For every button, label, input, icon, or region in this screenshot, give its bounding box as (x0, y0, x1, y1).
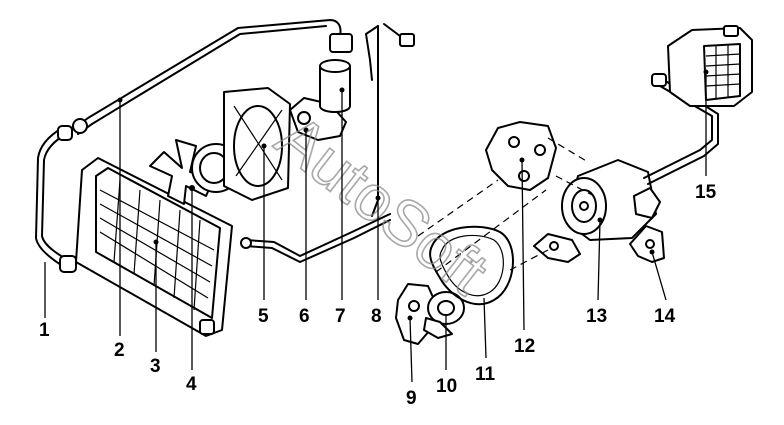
callout-10: 10 (436, 376, 457, 397)
callout-12: 12 (514, 336, 535, 357)
callout-8: 8 (371, 306, 382, 327)
callout-7: 7 (335, 306, 346, 327)
leader-lines (44, 72, 707, 383)
callout-4: 4 (186, 374, 197, 395)
part-2-pipe (71, 19, 353, 135)
part-15-evaporator-box (667, 25, 753, 107)
watermark: AutoSoft (263, 100, 501, 308)
part-1-hose (35, 125, 77, 273)
assembly-guide-lines (417, 137, 595, 273)
part-7-receiver-drier (319, 59, 351, 113)
callout-5: 5 (258, 306, 269, 327)
discharge-pipe (240, 213, 391, 263)
callout-11: 11 (475, 364, 496, 385)
callout-numbers: 1 2 3 4 5 6 7 8 9 10 11 12 13 14 15 (39, 182, 717, 409)
callout-1: 1 (39, 320, 50, 341)
compressor-bracket (533, 233, 581, 263)
callout-13: 13 (586, 306, 607, 327)
part-14-bracket (629, 225, 665, 263)
callout-14: 14 (654, 306, 676, 327)
callout-15: 15 (695, 182, 717, 203)
part-13-compressor (561, 159, 661, 241)
callout-9: 9 (406, 388, 417, 409)
part-12-mounting-plate (485, 121, 557, 191)
callout-2: 2 (114, 340, 125, 361)
part-11-drive-belt (429, 225, 514, 306)
part-5-fan-shroud (223, 87, 291, 201)
callout-6: 6 (299, 306, 310, 327)
part-3-condenser (75, 157, 233, 337)
part-10-tensioner-pulley (423, 291, 465, 339)
callout-3: 3 (150, 356, 161, 377)
